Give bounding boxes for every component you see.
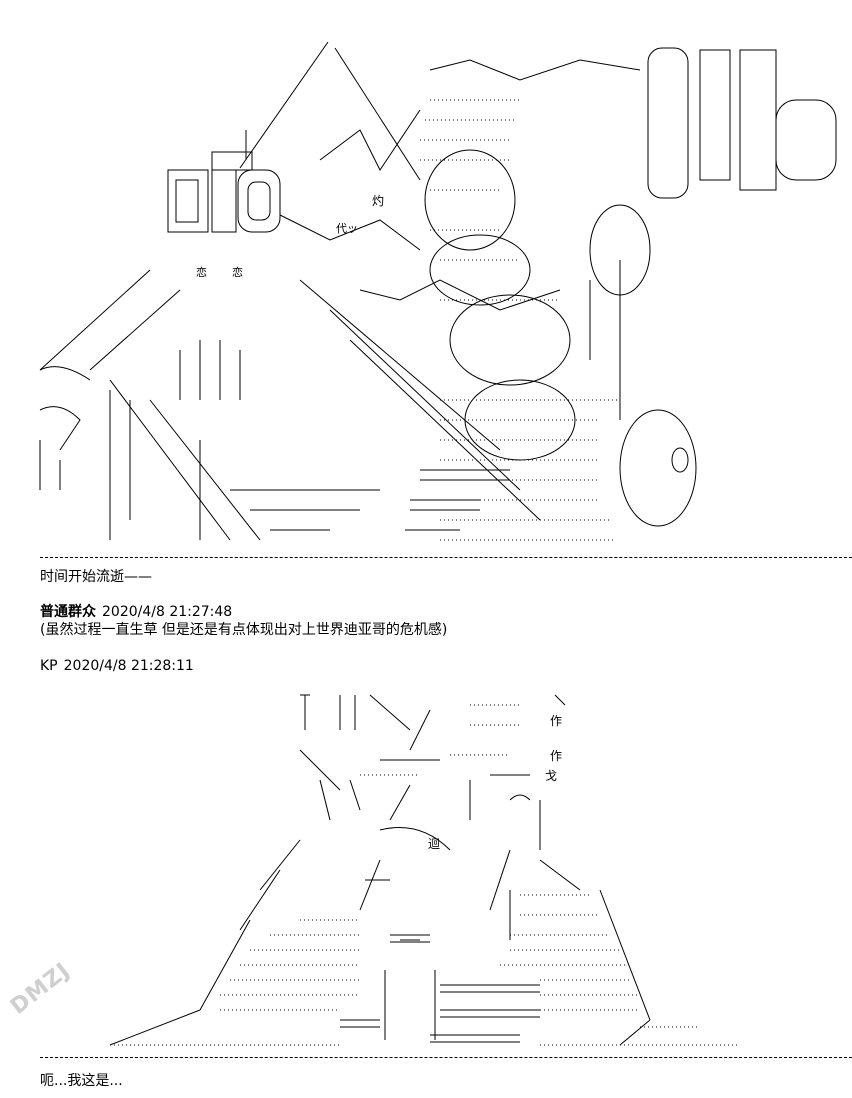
ascii-art-top: 灼 代ッ 恋 恋 — [0, 40, 852, 550]
svg-text:恋: 恋 — [196, 265, 207, 279]
caption: 时间开始流逝—— — [40, 569, 152, 585]
post-body: (虽然过程一直生草 但是还是有点体现出对上世界迪亚哥的危机感) — [40, 622, 448, 638]
divider — [40, 557, 852, 558]
post-header: 普通群众 2020/4/8 21:27:48 — [40, 603, 232, 621]
svg-text:代ッ: 代ッ — [336, 222, 358, 235]
footer-text: 呃...我这是... — [40, 1073, 123, 1089]
post-header: KP 2020/4/8 21:28:11 — [40, 657, 194, 675]
svg-text:恋: 恋 — [232, 265, 243, 279]
svg-text:戈: 戈 — [545, 769, 557, 783]
post-timestamp: 2020/4/8 21:27:48 — [102, 604, 233, 620]
post-author: KP — [40, 658, 58, 674]
post-author: 普通群众 — [40, 604, 96, 620]
divider — [40, 1057, 852, 1058]
svg-text:迴: 迴 — [428, 837, 440, 851]
post-timestamp: 2020/4/8 21:28:11 — [63, 658, 194, 674]
ascii-art-bottom: 作 作 戈 迴 — [0, 690, 852, 1052]
svg-text:作: 作 — [550, 749, 562, 763]
svg-text:作: 作 — [550, 714, 562, 728]
svg-text:灼: 灼 — [372, 193, 384, 208]
